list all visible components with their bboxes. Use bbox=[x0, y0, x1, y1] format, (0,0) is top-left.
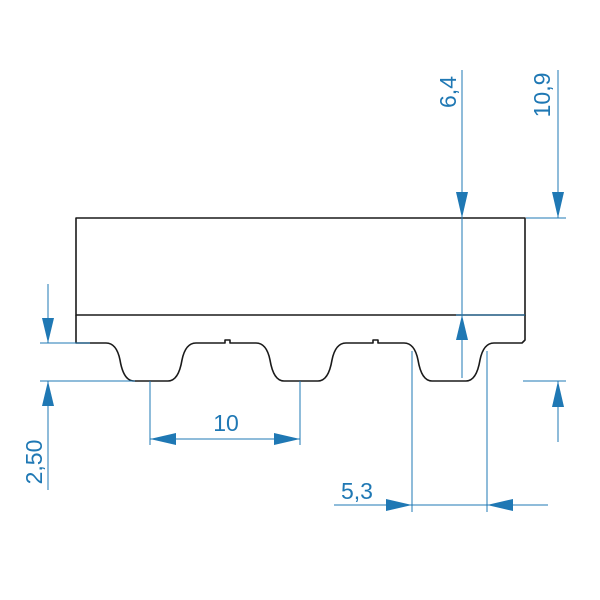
label-tooth-height: 2,50 bbox=[21, 440, 47, 485]
dimension-tooth-width: 5,3 bbox=[334, 351, 548, 512]
belt-teeth-outline bbox=[75, 315, 526, 382]
label-tooth-width: 5,3 bbox=[341, 478, 373, 504]
label-backing-thickness: 6,4 bbox=[435, 76, 461, 108]
belt-backing bbox=[75, 217, 526, 316]
dimension-total-height: 10,9 bbox=[523, 70, 566, 442]
dimension-tooth-height: 2,50 bbox=[21, 284, 135, 490]
belt-profile bbox=[75, 217, 526, 382]
dimension-pitch: 10 bbox=[149, 381, 301, 445]
label-pitch: 10 bbox=[213, 410, 239, 436]
label-total-height: 10,9 bbox=[529, 73, 555, 118]
dimension-backing-thickness: 6,4 bbox=[435, 70, 525, 378]
